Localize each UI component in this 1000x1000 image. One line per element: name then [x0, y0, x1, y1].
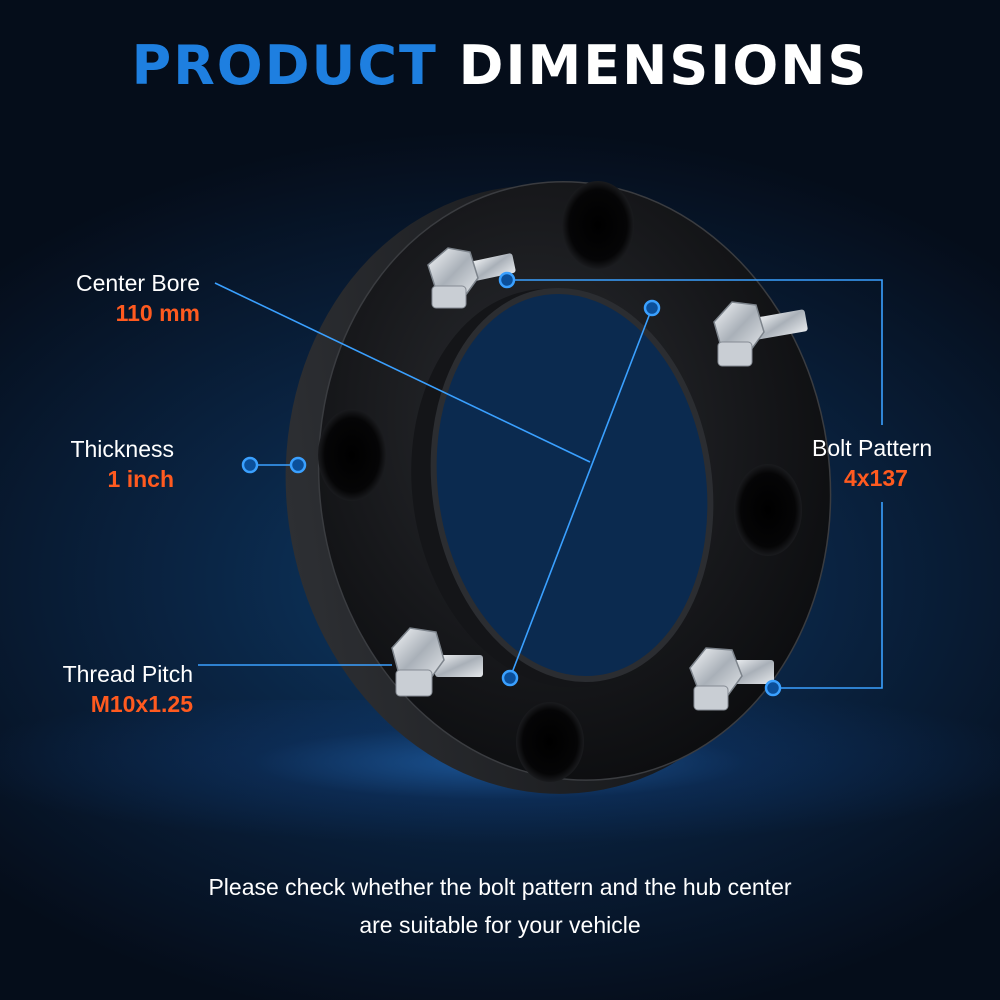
center-bore-name: Center Bore: [75, 270, 200, 296]
bore-diameter-line: [509, 307, 653, 679]
thickness-value: 1 inch: [107, 466, 174, 492]
center-bore: [433, 290, 711, 680]
marker-bolt-bottom: [764, 679, 782, 697]
dimension-markers: [241, 271, 782, 697]
stud-top-right: [713, 301, 808, 367]
bolt-hole-right: [734, 464, 802, 556]
wheel-studs: [391, 247, 808, 711]
thread-pitch-name: Thread Pitch: [62, 661, 193, 687]
stud-bottom-right: [689, 647, 774, 711]
bolt-pattern-name: Bolt Pattern: [812, 435, 933, 461]
bolt-pattern-value: 4x137: [844, 465, 908, 491]
center-bore-line: [214, 282, 591, 463]
bolt-holes: [318, 181, 802, 782]
bolt-hole-left: [318, 409, 386, 501]
footer-line-1: Please check whether the bolt pattern an…: [208, 874, 792, 900]
footer-note: Please check whether the bolt pattern an…: [0, 868, 1000, 944]
center-bore-value: 110 mm: [115, 300, 200, 326]
thread-pitch-value: M10x1.25: [90, 691, 193, 717]
thickness-label: Thickness 1 inch: [30, 434, 174, 494]
footer-line-2: are suitable for your vehicle: [359, 912, 641, 938]
bolt-hole-top: [562, 181, 634, 269]
bolt-pattern-line-top: [507, 279, 883, 425]
stud-bottom-left: [391, 627, 483, 697]
bolt-hole-bottom: [516, 702, 584, 782]
bolt-pattern-line-bottom: [773, 502, 883, 689]
bolt-pattern-label: Bolt Pattern 4x137: [812, 433, 982, 493]
page-title: PRODUCT DIMENSIONS: [0, 36, 1000, 96]
center-bore-label: Center Bore 110 mm: [30, 268, 200, 328]
marker-bolt-top: [498, 271, 516, 289]
marker-bore-bottom: [501, 669, 519, 687]
title-product: PRODUCT: [131, 34, 438, 97]
marker-thickness-outer: [241, 456, 259, 474]
marker-thickness-inner: [289, 456, 307, 474]
thickness-name: Thickness: [70, 436, 174, 462]
dimension-lines: [198, 279, 883, 689]
marker-bore-top: [643, 299, 661, 317]
title-dimensions: DIMENSIONS: [458, 34, 869, 97]
thread-pitch-label: Thread Pitch M10x1.25: [20, 659, 193, 719]
